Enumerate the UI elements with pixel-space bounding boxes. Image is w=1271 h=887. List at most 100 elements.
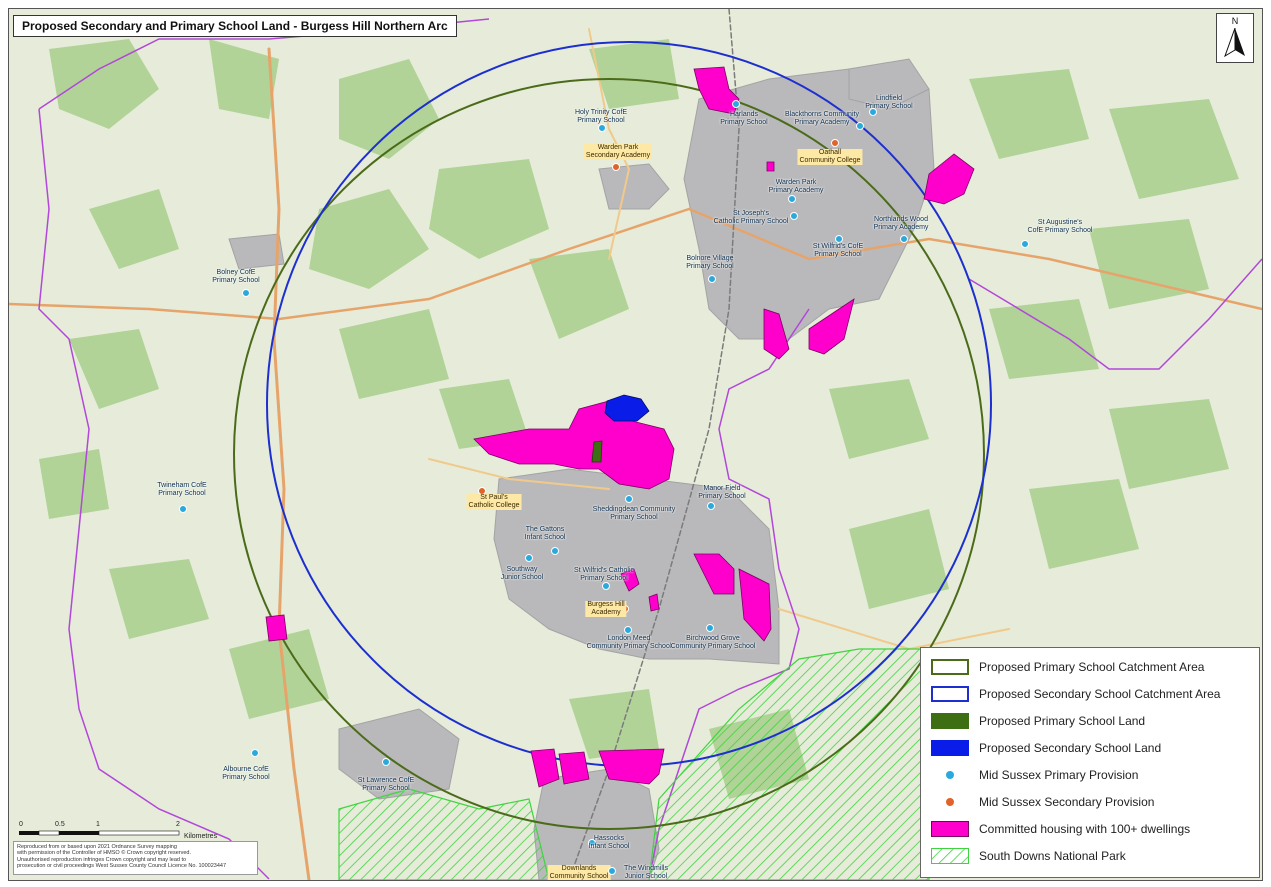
school-label-line: Burgess Hill bbox=[587, 601, 625, 608]
scale-unit: Kilometres bbox=[184, 833, 218, 840]
copyright-line: Reproduced from or based upon 2021 Ordna… bbox=[17, 844, 177, 850]
committed-housing-sites[interactable] bbox=[265, 66, 975, 788]
school-label-line: Harlands bbox=[729, 111, 758, 118]
housing-site-west bbox=[265, 614, 288, 642]
school-label-line: Primary School bbox=[362, 785, 410, 792]
school-label-line: Bolney CofE bbox=[216, 269, 256, 276]
legend-item-national-park: South Downs National Park bbox=[931, 845, 1126, 867]
legend-label: Proposed Primary School Catchment Area bbox=[979, 660, 1205, 674]
school-label-line: St Paul's bbox=[480, 494, 508, 501]
school-label-line: St Wilfrid's CofE bbox=[812, 243, 864, 250]
housing-site-east-bh-2 bbox=[738, 568, 772, 642]
copyright-line: Unauthorised reproduction infringes Crow… bbox=[17, 856, 187, 863]
primary-school-marker-icon[interactable] bbox=[179, 505, 187, 513]
south-downs-national-park[interactable] bbox=[338, 648, 930, 880]
school-label-line: Downlands bbox=[561, 865, 597, 872]
legend-label: Proposed Secondary School Land bbox=[979, 741, 1162, 755]
woodland-areas bbox=[39, 39, 1239, 799]
primary-school-marker-icon[interactable] bbox=[1021, 240, 1029, 248]
school-label-line: Community Primary School bbox=[670, 643, 756, 650]
scale-tick-2: 2 bbox=[176, 821, 180, 828]
primary-school-marker-icon[interactable] bbox=[588, 839, 596, 847]
housing-site-east-bh-1 bbox=[693, 553, 735, 595]
scale-tick-0: 0 bbox=[19, 821, 23, 828]
housing-site-south-hh-1 bbox=[763, 308, 790, 360]
school-label-line: Catholic College bbox=[468, 502, 520, 509]
housing-site-bh-centre-1 bbox=[620, 568, 640, 592]
school-label-line: Primary Academy bbox=[794, 119, 850, 126]
legend-item-committed-housing: Committed housing with 100+ dwellings bbox=[931, 818, 1190, 840]
school-label-line: Warden Park bbox=[597, 144, 639, 151]
school-label-line: Albourne CofE bbox=[223, 766, 269, 773]
primary-school-marker-icon[interactable] bbox=[856, 122, 864, 130]
school-label-line: Primary School bbox=[814, 251, 862, 258]
primary-school-marker-icon[interactable] bbox=[835, 235, 843, 243]
copyright-line: prosecution or civil proceedings West Su… bbox=[17, 862, 227, 869]
primary-school-marker-icon[interactable] bbox=[788, 195, 796, 203]
primary-provision-swatch bbox=[931, 767, 969, 783]
primary-school-marker-icon[interactable] bbox=[706, 624, 714, 632]
primary-land-swatch bbox=[931, 713, 969, 729]
primary-school-marker-icon[interactable] bbox=[708, 275, 716, 283]
school-label-line: Primary School bbox=[222, 774, 270, 781]
school-label-line: Hassocks bbox=[593, 835, 625, 842]
copyright-line: with permission of the Controller of HMS… bbox=[17, 850, 192, 857]
school-label-line: Warden Park bbox=[775, 179, 817, 186]
school-label-line: Blackthorns Community bbox=[785, 111, 859, 118]
school-label-line: Primary Academy bbox=[873, 224, 929, 231]
primary-school-marker-icon[interactable] bbox=[900, 235, 908, 243]
primary-catchment-swatch bbox=[931, 659, 969, 675]
primary-school-marker-icon[interactable] bbox=[608, 867, 616, 875]
legend-label: Mid Sussex Primary Provision bbox=[979, 768, 1139, 782]
housing-site-hassocks-2 bbox=[558, 751, 590, 785]
school-label-line: Primary School bbox=[698, 493, 746, 500]
school-label-line: Sheddingdean Community bbox=[592, 506, 676, 513]
housing-site-northern-arc bbox=[473, 400, 675, 490]
map-title: Proposed Secondary and Primary School La… bbox=[13, 15, 457, 37]
proposed-primary-school-land[interactable] bbox=[591, 440, 603, 463]
primary-school-marker-icon[interactable] bbox=[598, 124, 606, 132]
map-frame: Proposed Secondary and Primary School La… bbox=[8, 8, 1263, 881]
primary-school-marker-icon[interactable] bbox=[869, 108, 877, 116]
school-label-line: Primary School bbox=[158, 490, 206, 497]
primary-school-marker-icon[interactable] bbox=[732, 100, 740, 108]
school-label-line: Infant School bbox=[588, 843, 630, 850]
primary-school-marker-icon[interactable] bbox=[525, 554, 533, 562]
primary-school-marker-icon[interactable] bbox=[602, 582, 610, 590]
north-arrow: N bbox=[1216, 13, 1254, 63]
secondary-land-swatch bbox=[931, 740, 969, 756]
secondary-school-marker-icon[interactable] bbox=[831, 139, 839, 147]
legend-label: Proposed Primary School Land bbox=[979, 714, 1146, 728]
primary-catchment-circle[interactable] bbox=[233, 78, 985, 830]
legend-item-primary-provision: Mid Sussex Primary Provision bbox=[931, 764, 1138, 786]
primary-school-marker-icon[interactable] bbox=[707, 502, 715, 510]
primary-school-marker-icon[interactable] bbox=[551, 547, 559, 555]
primary-school-marker-icon[interactable] bbox=[251, 749, 259, 757]
school-label-line: Northlands Wood bbox=[874, 216, 928, 223]
school-label-line: Community School bbox=[549, 873, 609, 880]
school-label-line: Primary School bbox=[610, 514, 658, 521]
proposed-secondary-school-land[interactable] bbox=[604, 394, 650, 422]
primary-school-marker-icon[interactable] bbox=[625, 495, 633, 503]
primary-school-marker-icon[interactable] bbox=[242, 289, 250, 297]
school-label-line: Primary School bbox=[212, 277, 260, 284]
primary-school-marker-icon[interactable] bbox=[790, 212, 798, 220]
primary-school-marker-icon[interactable] bbox=[624, 626, 632, 634]
secondary-school-marker-icon[interactable] bbox=[612, 163, 620, 171]
primary-school-marker-icon[interactable] bbox=[382, 758, 390, 766]
